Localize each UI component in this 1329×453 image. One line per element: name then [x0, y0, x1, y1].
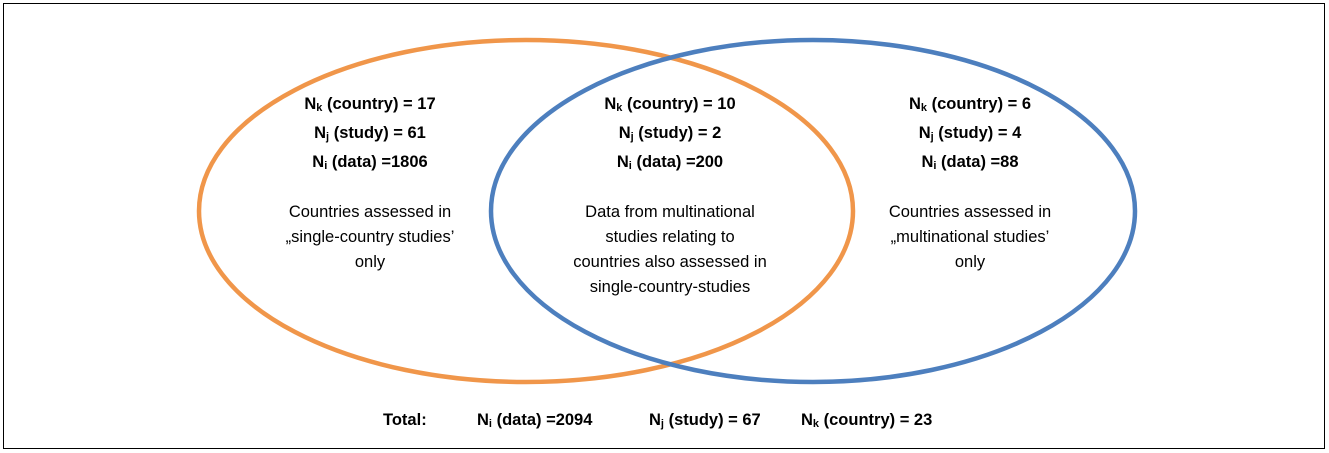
- total-country: Nk (country) = 23: [801, 411, 933, 430]
- right-stat-data: Ni (data) =88: [921, 153, 1019, 172]
- right-stats: Nk (country) = 6 Nj (study) = 4 Ni (data…: [870, 92, 1070, 179]
- overlap-stats: Nk (country) = 10 Nj (study) = 2 Ni (dat…: [570, 92, 770, 179]
- diagram-frame: [3, 3, 1325, 449]
- left-stat-data: Ni (data) =1806: [312, 153, 428, 172]
- total-data: Ni (data) =2094: [477, 411, 593, 430]
- overlap-stat-study: Nj (study) = 2: [618, 124, 722, 143]
- left-description: Countries assessed in „single-country st…: [285, 203, 455, 271]
- right-stat-country: Nk (country) = 6: [908, 95, 1032, 114]
- left-circle-single-country: [196, 37, 856, 385]
- total-study: Nj (study) = 67: [649, 411, 761, 430]
- left-stat-study: Nj (study) = 61: [314, 124, 426, 143]
- overlap-stat-country: Nk (country) = 10: [604, 95, 736, 114]
- left-stats: Nk (country) = 17 Nj (study) = 61 Ni (da…: [270, 92, 470, 179]
- right-stat-study: Nj (study) = 4: [918, 124, 1022, 143]
- overlap-stat-data: Ni (data) =200: [616, 153, 724, 172]
- overlap-description: Data from multinational studies relating…: [573, 203, 767, 296]
- right-circle-multinational: [488, 37, 1138, 385]
- left-stat-country: Nk (country) = 17: [304, 95, 436, 114]
- right-description: Countries assessed in „multinational stu…: [888, 203, 1052, 271]
- total-label: Total:: [383, 411, 427, 429]
